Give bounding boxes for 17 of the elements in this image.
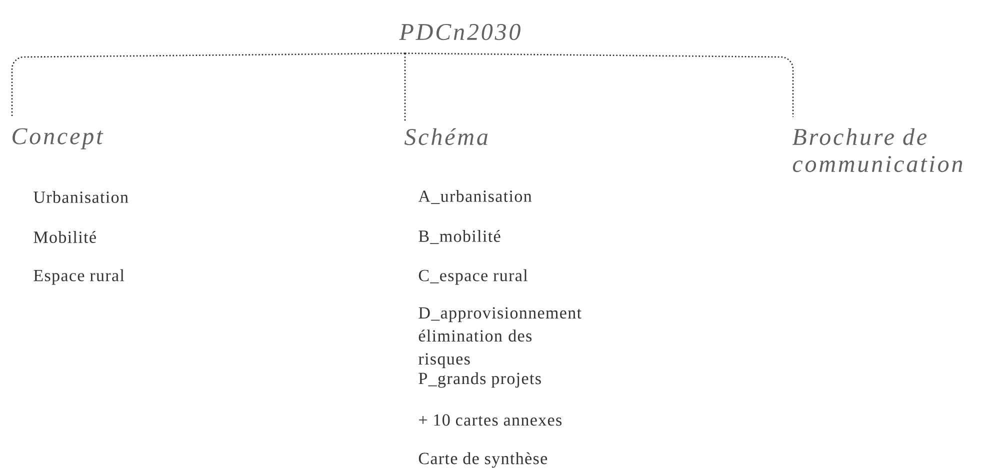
item-text: Espace rural [34,269,124,285]
dotted-connector [11,52,406,117]
dotted-connector [404,53,406,121]
item-text: A_urbanisation [418,190,532,204]
item-text: Urbanisation [34,191,128,203]
item-text: Mobilité [34,231,96,243]
item-text: + 10 cartes annexes [419,414,562,426]
heading-text: Brochure de communication [792,128,962,172]
dotted-connector [405,52,794,117]
item-text: D_approvisionnement élimination des risques [418,307,582,368]
item-text: P_grands projets [418,372,541,388]
item-text: Carte de synthèse [418,452,548,468]
heading-text: PDCn2030 [399,24,520,40]
heading-text: Schéma [404,128,488,146]
item-text: C_espace rural [418,269,528,285]
item-text: B_mobilité [418,230,500,244]
heading-text: Concept [12,128,104,150]
